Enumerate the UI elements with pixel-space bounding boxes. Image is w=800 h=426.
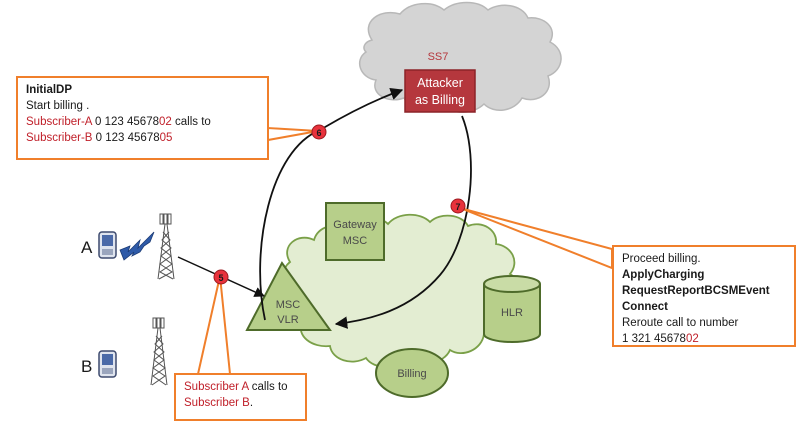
subscriber-b-label: B	[81, 357, 92, 376]
msc-vlr-line2: VLR	[277, 314, 298, 326]
hlr-label: HLR	[501, 307, 523, 319]
gateway-msc-line1: Gateway	[333, 219, 377, 231]
arrow-attacker-to-msc	[334, 115, 472, 329]
ss7-label: SS7	[428, 51, 449, 63]
subscriber-b-number-suffix: 05	[159, 132, 173, 144]
callout-5-line2: Subscriber B.	[184, 395, 297, 411]
callout-step-6: InitialDP Start billing . Subscriber-A 0…	[16, 76, 269, 160]
hlr-cylinder: HLR	[483, 275, 541, 343]
phone-a-icon	[98, 231, 117, 259]
attacker-label-line1: Attacker	[417, 76, 463, 90]
wireless-signal-icon	[119, 231, 155, 261]
subscriber-b-number: 0 123 45678	[92, 132, 160, 144]
step-7-marker: 7	[450, 198, 466, 214]
arrow-msc-to-attacker	[259, 87, 404, 321]
calls-to-text: calls to	[171, 116, 211, 128]
callout-7-line5: Reroute call to number	[622, 317, 739, 329]
callout-step-7: Proceed billing. ApplyCharging RequestRe…	[612, 245, 796, 347]
cell-tower-b-icon	[150, 317, 168, 386]
msc-vlr-triangle: MSC VLR	[245, 261, 332, 331]
gateway-msc-line2: MSC	[343, 235, 368, 247]
billing-label: Billing	[397, 368, 426, 380]
reroute-number: 1 321 45678	[622, 333, 686, 345]
gateway-msc-box: Gateway MSC	[325, 202, 385, 261]
subscriber-a-label: A	[81, 238, 93, 257]
callout-6-title: InitialDP	[26, 84, 73, 96]
callout-7-line3: RequestReportBCSMEvent	[622, 285, 770, 297]
callout-5-tail	[196, 275, 232, 375]
subscriber-a-number: 0 123 45678	[91, 116, 159, 128]
subscriber-a-text: Subscriber-A	[26, 116, 92, 128]
svg-text:7: 7	[455, 202, 460, 212]
billing-ellipse: Billing	[375, 348, 449, 398]
calls-to-text: calls to	[248, 381, 288, 393]
step-5-marker: 5	[213, 269, 229, 285]
subscriber-a-number-suffix: 02	[159, 116, 172, 128]
svg-text:6: 6	[316, 128, 321, 138]
svg-text:5: 5	[218, 273, 223, 283]
callout-7-line6: 1 321 4567802	[622, 331, 786, 347]
callout-7-line4: Connect	[622, 301, 668, 313]
subscriber-b-text: Subscriber B	[184, 397, 250, 409]
callout-7-line1: Proceed billing.	[622, 253, 701, 265]
msc-vlr-line1: MSC	[276, 299, 301, 311]
callout-5-line1: Subscriber A calls to	[184, 379, 297, 395]
callout-6-line4: Subscriber-B 0 123 4567805	[26, 130, 259, 146]
callout-6-line2: Start billing .	[26, 100, 90, 112]
period-text: .	[249, 397, 254, 409]
subscriber-b-text: Subscriber-B	[26, 132, 93, 144]
cell-tower-a-icon	[157, 213, 175, 280]
reroute-number-suffix: 02	[685, 333, 699, 345]
callout-step-5: Subscriber A calls to Subscriber B.	[174, 373, 307, 421]
subscriber-a-text: Subscriber A	[184, 381, 249, 393]
attacker-label-line2: as Billing	[415, 93, 465, 107]
step-6-marker: 6	[311, 124, 327, 140]
phone-b-icon	[98, 350, 117, 378]
attacker-box: Attacker as Billing	[404, 69, 476, 113]
callout-7-line2: ApplyCharging	[622, 269, 705, 281]
callout-6-line3: Subscriber-A 0 123 4567802 calls to	[26, 114, 259, 130]
